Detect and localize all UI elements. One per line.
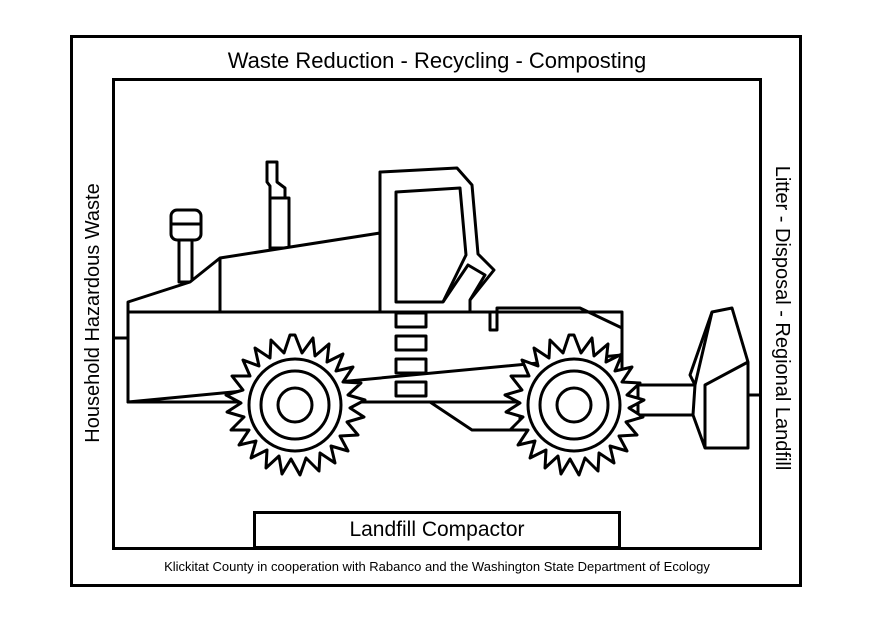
wheel-rim: [247, 357, 343, 453]
air-cleaner-stem: [177, 238, 194, 284]
vent-slot: [394, 380, 428, 398]
wheel-hub: [276, 386, 314, 424]
vent-slot: [394, 357, 428, 375]
outer-frame: [70, 35, 802, 587]
rear-wheel: [224, 333, 367, 477]
cab-rear-pillar: [441, 263, 487, 303]
engine-hood: [126, 231, 382, 314]
left-border-text: Household Hazardous Waste: [82, 183, 104, 443]
vent-slot: [394, 311, 428, 329]
exhaust-pipe: [268, 196, 291, 250]
lower-deck: [380, 400, 522, 432]
caption-box: Landfill Compactor: [253, 511, 621, 549]
vent-slot: [394, 334, 428, 352]
push-arm: [636, 383, 697, 417]
exhaust-stack: [265, 160, 287, 200]
right-border-text: Litter - Disposal - Regional Landfill: [771, 165, 793, 471]
caption-label: Landfill Compactor: [349, 518, 525, 541]
front-wheel: [503, 333, 646, 477]
wheel-rim: [526, 357, 622, 453]
top-border-text: Waste Reduction - Recycling - Composting: [227, 48, 647, 73]
wheel-hub: [555, 386, 593, 424]
credit-line: Klickitat County in cooperation with Rab…: [164, 559, 710, 574]
cab-window: [394, 186, 468, 304]
